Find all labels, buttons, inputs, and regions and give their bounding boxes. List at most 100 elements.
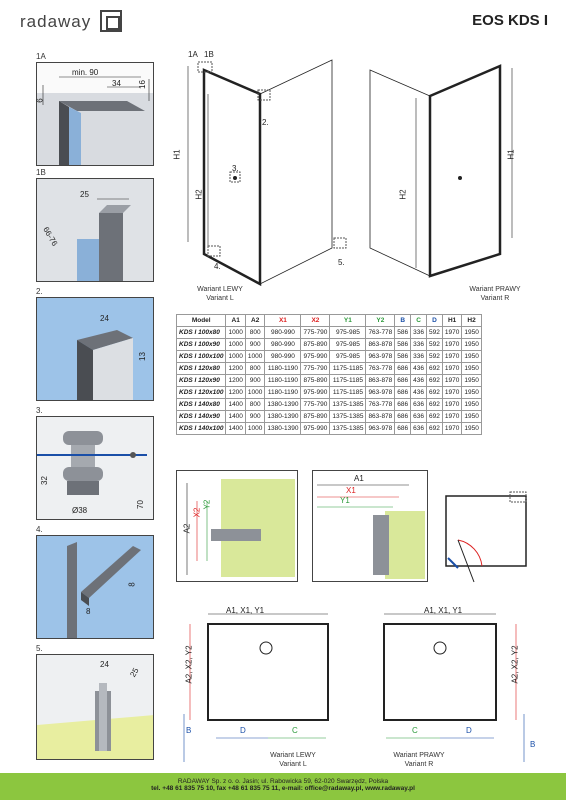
table-cell: 900: [244, 374, 266, 387]
table-cell: 863-878: [365, 374, 396, 387]
table-cell: 686: [394, 398, 412, 411]
table-cell: 980-990: [264, 350, 302, 363]
detail-label-2: 2.: [36, 287, 43, 296]
detail-panel-4: [36, 535, 154, 639]
detail-label-5: 5.: [36, 644, 43, 653]
table-cell: 763-778: [365, 398, 396, 411]
table-cell: 1380-1390: [264, 422, 302, 435]
callout-5: 5.: [338, 258, 345, 267]
table-cell: 875-890: [300, 338, 331, 351]
plan-left-top-dims: A1, X1, Y1: [226, 606, 265, 615]
table-cell: 336: [410, 326, 428, 339]
table-cell: 963-978: [365, 386, 396, 399]
table-cell: 775-790: [300, 398, 331, 411]
dim-70: 70: [135, 500, 145, 509]
table-cell: 1400: [225, 398, 246, 411]
plan-left-svg: [183, 613, 329, 762]
table-cell: 1180-1190: [264, 386, 302, 399]
table-cell: 636: [410, 422, 428, 435]
table-cell: 636: [410, 398, 428, 411]
table-cell: 636: [410, 410, 428, 423]
footer-address: RADAWAY Sp. z o. o. Jasin; ul. Rabowicka…: [177, 778, 389, 785]
table-cell: 1375-1385: [329, 398, 367, 411]
table-cell: 1970: [441, 422, 463, 435]
section-dim-y2: Y2: [202, 499, 212, 510]
table-cell: 1970: [441, 338, 463, 351]
table-cell: 980-990: [264, 326, 302, 339]
dim-h1-left: H1: [172, 149, 182, 160]
table-cell: KDS I 140x80: [175, 398, 227, 411]
table-cell: 1970: [441, 410, 463, 423]
th-y2: Y2: [365, 314, 396, 327]
plan-left-c: C: [292, 726, 298, 735]
plan-right: [374, 604, 538, 770]
section-dim-a1: A1: [354, 474, 364, 483]
plan-right-d: D: [466, 726, 472, 735]
table-cell: 1950: [461, 386, 482, 399]
table-cell: 336: [410, 338, 428, 351]
table-cell: 975-985: [329, 350, 367, 363]
table-cell: 1000: [244, 422, 266, 435]
dim-8-vertical: 8: [127, 582, 137, 587]
table-cell: 900: [244, 338, 266, 351]
plan-right-c: C: [412, 726, 418, 735]
dim-24: 24: [100, 314, 109, 323]
callout-1a: 1A: [188, 50, 198, 59]
detail-3-drawing: [37, 417, 153, 519]
table-cell: 1200: [225, 374, 246, 387]
detail-label-1b: 1B: [36, 168, 46, 177]
table-cell: 1175-1185: [329, 374, 367, 387]
th-c: C: [410, 314, 428, 327]
table-cell: 963-978: [365, 350, 396, 363]
table-cell: 686: [394, 386, 412, 399]
table-cell: 975-990: [300, 422, 331, 435]
th-h1: H1: [441, 314, 463, 327]
table-cell: 975-985: [329, 326, 367, 339]
cabin-drawing-left: [172, 48, 360, 292]
table-cell: 800: [244, 326, 266, 339]
th-b: B: [394, 314, 412, 327]
section-middle-svg: [317, 484, 425, 579]
table-cell: KDS I 140x100: [175, 422, 227, 435]
table-cell: 800: [244, 398, 266, 411]
detail-label-3: 3.: [36, 406, 43, 415]
brand-logo: radaway: [20, 12, 92, 31]
dim-h2-right: H2: [398, 189, 408, 200]
detail-panel-3: [36, 416, 154, 520]
plan-right-svg: [383, 613, 525, 762]
table-cell: 692: [426, 362, 443, 375]
table-cell: 775-790: [300, 326, 331, 339]
table-header-row: Model A1 A2 X1 X2 Y1 Y2 B C D H1 H2: [175, 314, 482, 327]
th-a2: A2: [244, 314, 266, 327]
section-dim-a2: A2: [182, 523, 192, 534]
table-cell: 1950: [461, 326, 482, 339]
dim-16: 16: [137, 80, 147, 89]
detail-2-drawing: [37, 298, 153, 400]
table-cell: 1950: [461, 350, 482, 363]
th-x2: X2: [300, 314, 331, 327]
table-cell: 975-990: [300, 386, 331, 399]
dim-6: 6: [35, 98, 45, 103]
detail-1b-drawing: [37, 179, 153, 281]
table-cell: 863-878: [365, 338, 396, 351]
table-cell: 1950: [461, 410, 482, 423]
footer-bar: RADAWAY Sp. z o. o. Jasin; ul. Rabowicka…: [0, 773, 566, 800]
detail-5-drawing: [37, 655, 153, 759]
door-swing-diagram: [438, 484, 538, 594]
table-cell: 1950: [461, 398, 482, 411]
section-dim-x2: X2: [192, 507, 202, 518]
table-cell: 900: [244, 410, 266, 423]
table-cell: 592: [426, 338, 443, 351]
table-cell: KDS I 100x90: [175, 338, 227, 351]
table-cell: 692: [426, 386, 443, 399]
caption-left-pl: Wariant LEWY: [197, 286, 243, 293]
callout-2: 2.: [262, 118, 269, 127]
detail-panel-5: [36, 654, 154, 760]
dim-h2-left: H2: [194, 189, 204, 200]
detail-1a-drawing: [37, 76, 153, 165]
table-cell: 1000: [225, 350, 246, 363]
dim-min90: min. 90: [72, 68, 99, 77]
